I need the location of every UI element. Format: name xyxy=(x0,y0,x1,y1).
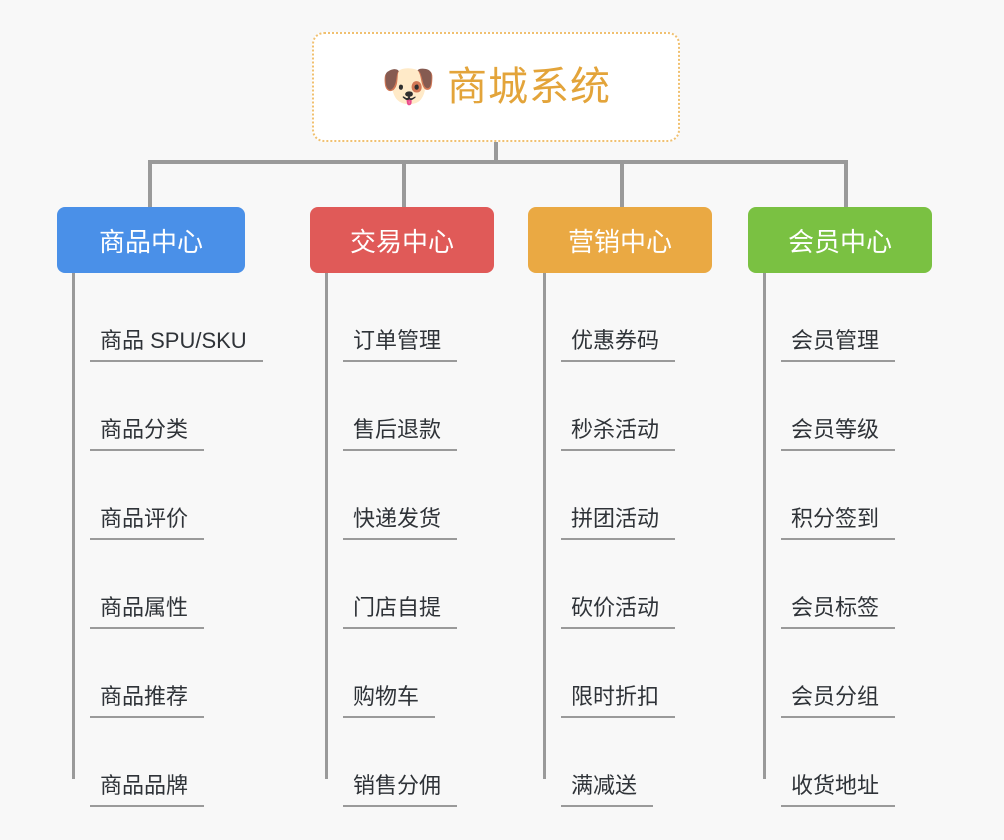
leaf-label: 商品属性 xyxy=(90,594,205,629)
list-item[interactable]: 满减送 xyxy=(528,718,738,807)
branch-header-label: 会员中心 xyxy=(787,226,892,257)
list-item[interactable]: 商品 SPU/SKU xyxy=(57,273,287,362)
list-item[interactable]: 会员管理 xyxy=(748,273,958,362)
branch-column-4: 会员中心 会员管理 会员等级 积分签到 会员标签 会员分组 收货地址 xyxy=(748,207,958,807)
connector-drop-4 xyxy=(844,160,848,207)
list-item[interactable]: 会员等级 xyxy=(748,362,958,451)
leaf-label: 商品推荐 xyxy=(90,683,205,718)
leaf-label: 销售分佣 xyxy=(343,772,458,807)
leaf-label: 会员分组 xyxy=(781,683,896,718)
list-item[interactable]: 优惠券码 xyxy=(528,273,738,362)
leaf-label: 积分签到 xyxy=(781,505,896,540)
list-item[interactable]: 砍价活动 xyxy=(528,540,738,629)
root-node-mall-system[interactable]: 🐶 商城系统 xyxy=(312,32,680,142)
leaf-label: 商品分类 xyxy=(90,416,205,451)
leaf-label: 优惠券码 xyxy=(561,327,676,362)
leaf-label: 商品品牌 xyxy=(90,772,205,807)
list-item[interactable]: 商品评价 xyxy=(57,451,287,540)
branch-spine-2 xyxy=(325,273,328,779)
leaf-label: 订单管理 xyxy=(343,327,458,362)
list-item[interactable]: 秒杀活动 xyxy=(528,362,738,451)
leaf-label: 购物车 xyxy=(343,683,436,718)
branch-header-label: 商品中心 xyxy=(98,226,203,257)
dog-face-icon: 🐶 xyxy=(381,62,436,111)
leaf-label: 满减送 xyxy=(561,772,654,807)
list-item[interactable]: 商品属性 xyxy=(57,540,287,629)
branch-column-3: 营销中心 优惠券码 秒杀活动 拼团活动 砍价活动 限时折扣 满减送 xyxy=(528,207,738,807)
leaf-label: 售后退款 xyxy=(343,416,458,451)
branch-spine-1 xyxy=(72,273,75,779)
branch-header-1[interactable]: 商品中心 xyxy=(57,207,245,273)
branch-spine-3 xyxy=(543,273,546,779)
list-item[interactable]: 商品推荐 xyxy=(57,629,287,718)
list-item[interactable]: 销售分佣 xyxy=(310,718,530,807)
root-node-title: 商城系统 xyxy=(447,65,611,109)
list-item[interactable]: 收货地址 xyxy=(748,718,958,807)
list-item[interactable]: 门店自提 xyxy=(310,540,530,629)
leaf-list-1: 商品 SPU/SKU 商品分类 商品评价 商品属性 商品推荐 商品品牌 xyxy=(57,273,287,807)
leaf-label: 砍价活动 xyxy=(561,594,676,629)
branch-column-1: 商品中心 商品 SPU/SKU 商品分类 商品评价 商品属性 商品推荐 商品品牌 xyxy=(57,207,287,807)
list-item[interactable]: 积分签到 xyxy=(748,451,958,540)
connector-horizontal-bus xyxy=(148,160,848,164)
list-item[interactable]: 限时折扣 xyxy=(528,629,738,718)
leaf-label: 会员标签 xyxy=(781,594,896,629)
connector-drop-3 xyxy=(620,160,624,207)
branch-spine-4 xyxy=(763,273,766,779)
connector-drop-1 xyxy=(148,160,152,207)
branch-header-4[interactable]: 会员中心 xyxy=(748,207,932,273)
list-item[interactable]: 拼团活动 xyxy=(528,451,738,540)
list-item[interactable]: 会员标签 xyxy=(748,540,958,629)
branch-header-3[interactable]: 营销中心 xyxy=(528,207,712,273)
connector-root-stem xyxy=(494,142,498,162)
leaf-label: 会员等级 xyxy=(781,416,896,451)
list-item[interactable]: 会员分组 xyxy=(748,629,958,718)
leaf-label: 限时折扣 xyxy=(561,683,676,718)
leaf-label: 商品评价 xyxy=(90,505,205,540)
list-item[interactable]: 售后退款 xyxy=(310,362,530,451)
list-item[interactable]: 订单管理 xyxy=(310,273,530,362)
list-item[interactable]: 商品品牌 xyxy=(57,718,287,807)
leaf-label: 商品 SPU/SKU xyxy=(90,327,263,362)
leaf-label: 秒杀活动 xyxy=(561,416,676,451)
branch-header-label: 交易中心 xyxy=(349,226,454,257)
leaf-label: 门店自提 xyxy=(343,594,458,629)
leaf-list-2: 订单管理 售后退款 快递发货 门店自提 购物车 销售分佣 xyxy=(310,273,530,807)
list-item[interactable]: 购物车 xyxy=(310,629,530,718)
leaf-label: 拼团活动 xyxy=(561,505,676,540)
leaf-label: 快递发货 xyxy=(343,505,458,540)
leaf-list-4: 会员管理 会员等级 积分签到 会员标签 会员分组 收货地址 xyxy=(748,273,958,807)
list-item[interactable]: 商品分类 xyxy=(57,362,287,451)
branch-column-2: 交易中心 订单管理 售后退款 快递发货 门店自提 购物车 销售分佣 xyxy=(310,207,530,807)
list-item[interactable]: 快递发货 xyxy=(310,451,530,540)
leaf-label: 会员管理 xyxy=(781,327,896,362)
branch-header-2[interactable]: 交易中心 xyxy=(310,207,494,273)
leaf-list-3: 优惠券码 秒杀活动 拼团活动 砍价活动 限时折扣 满减送 xyxy=(528,273,738,807)
leaf-label: 收货地址 xyxy=(781,772,896,807)
branch-header-label: 营销中心 xyxy=(567,226,672,257)
connector-drop-2 xyxy=(402,160,406,207)
